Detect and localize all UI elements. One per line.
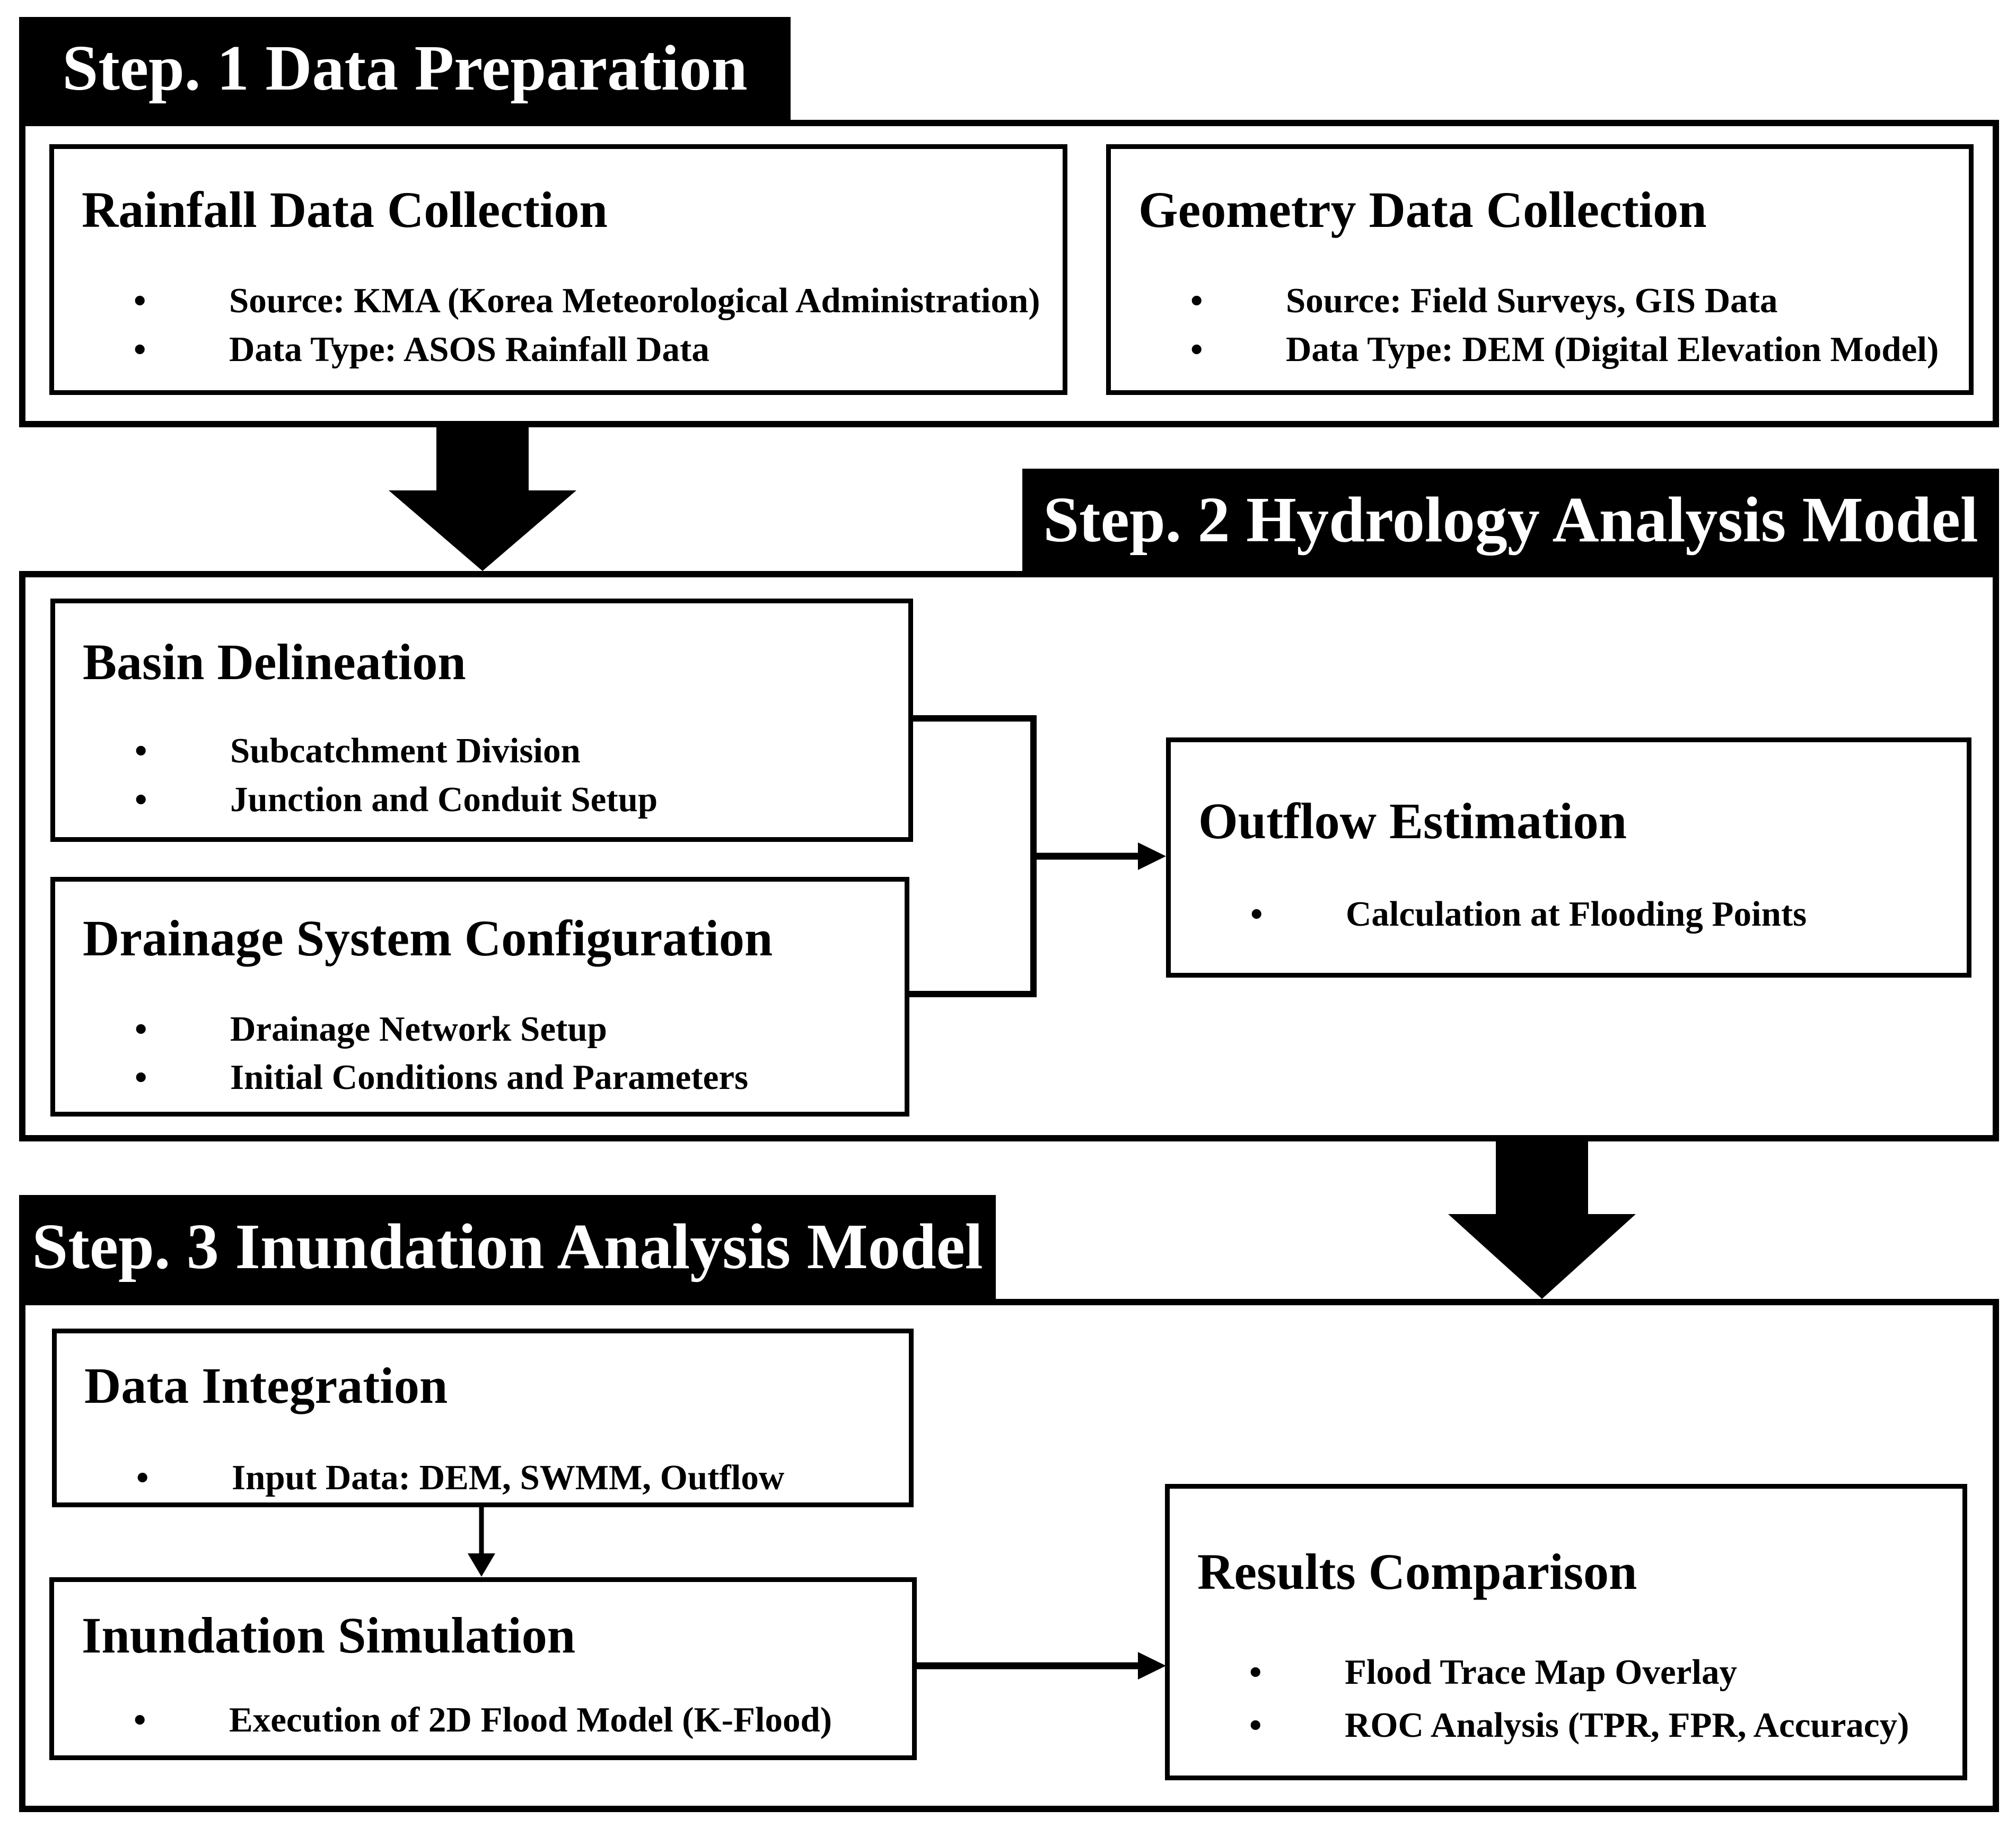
bullet-text: Source: Field Surveys, GIS Data bbox=[1286, 281, 1778, 320]
bullet-text: Drainage Network Setup bbox=[230, 1009, 607, 1049]
step1-header: Step. 1 Data Preparation bbox=[19, 17, 791, 120]
bullet-icon: • bbox=[134, 330, 146, 369]
bullet-text: ROC Analysis (TPR, FPR, Accuracy) bbox=[1345, 1706, 1909, 1745]
box-title: Data Integration bbox=[84, 1357, 448, 1414]
step2-to-step3-arrow-icon bbox=[1448, 1141, 1636, 1299]
bullet-text: Execution of 2D Flood Model (K-Flood) bbox=[229, 1700, 832, 1739]
bullet-item: • Subcatchment Division bbox=[135, 731, 581, 771]
bullet-item: • Junction and Conduit Setup bbox=[135, 780, 658, 820]
bullet-item: • Data Type: ASOS Rainfall Data bbox=[134, 330, 709, 370]
bullet-text: Flood Trace Map Overlay bbox=[1345, 1653, 1737, 1692]
bullet-icon: • bbox=[135, 1009, 147, 1049]
rainfall-data-collection-box: Rainfall Data Collection • Source: KMA (… bbox=[49, 144, 1067, 395]
basin-delineation-box: Basin Delineation • Subcatchment Divisio… bbox=[50, 599, 913, 842]
step1-to-step2-arrow-icon bbox=[389, 427, 576, 571]
bullet-item: • Calculation at Flooding Points bbox=[1250, 894, 1807, 934]
bullet-text: Subcatchment Division bbox=[230, 731, 581, 770]
step2-header: Step. 2 Hydrology Analysis Model bbox=[1022, 469, 1999, 571]
bullet-text: Source: KMA (Korea Meteorological Admini… bbox=[229, 281, 1040, 320]
step3-header: Step. 3 Inundation Analysis Model bbox=[19, 1195, 996, 1299]
box-title: Geometry Data Collection bbox=[1138, 181, 1707, 238]
box-title: Rainfall Data Collection bbox=[82, 181, 608, 238]
geometry-data-collection-box: Geometry Data Collection • Source: Field… bbox=[1106, 144, 1974, 395]
bullet-item: • Source: KMA (Korea Meteorological Admi… bbox=[134, 281, 1040, 321]
drainage-system-configuration-box: Drainage System Configuration • Drainage… bbox=[50, 877, 909, 1117]
bullet-icon: • bbox=[135, 731, 147, 770]
bullet-text: Input Data: DEM, SWMM, Outflow bbox=[232, 1458, 785, 1497]
bullet-item: • ROC Analysis (TPR, FPR, Accuracy) bbox=[1249, 1706, 1909, 1745]
bullet-icon: • bbox=[1250, 894, 1263, 934]
box-title: Results Comparison bbox=[1197, 1543, 1637, 1600]
bullet-item: • Input Data: DEM, SWMM, Outflow bbox=[136, 1458, 784, 1498]
bullet-icon: • bbox=[134, 281, 146, 320]
bullet-item: • Flood Trace Map Overlay bbox=[1249, 1653, 1737, 1692]
bullet-item: • Drainage Network Setup bbox=[135, 1009, 607, 1049]
bullet-text: Calculation at Flooding Points bbox=[1346, 894, 1807, 934]
bullet-text: Data Type: ASOS Rainfall Data bbox=[229, 330, 709, 369]
outflow-estimation-box: Outflow Estimation • Calculation at Floo… bbox=[1166, 737, 1971, 978]
bullet-icon: • bbox=[136, 1458, 149, 1497]
bullet-item: • Data Type: DEM (Digital Elevation Mode… bbox=[1190, 330, 1939, 370]
box-title: Drainage System Configuration bbox=[83, 910, 773, 966]
box-title: Basin Delineation bbox=[83, 634, 466, 690]
results-comparison-box: Results Comparison • Flood Trace Map Ove… bbox=[1165, 1484, 1967, 1780]
bullet-icon: • bbox=[134, 1700, 146, 1739]
bullet-item: • Source: Field Surveys, GIS Data bbox=[1190, 281, 1778, 321]
bullet-icon: • bbox=[135, 1058, 147, 1097]
bullet-icon: • bbox=[1190, 281, 1203, 320]
data-integration-box: Data Integration • Input Data: DEM, SWMM… bbox=[52, 1329, 914, 1507]
bullet-item: • Initial Conditions and Parameters bbox=[135, 1058, 748, 1097]
bullet-icon: • bbox=[1249, 1706, 1262, 1745]
box-title: Outflow Estimation bbox=[1198, 793, 1627, 849]
inundation-simulation-box: Inundation Simulation • Execution of 2D … bbox=[49, 1577, 917, 1760]
bullet-icon: • bbox=[1190, 330, 1203, 369]
bullet-text: Junction and Conduit Setup bbox=[230, 780, 658, 819]
box-title: Inundation Simulation bbox=[82, 1607, 576, 1664]
bullet-item: • Execution of 2D Flood Model (K-Flood) bbox=[134, 1700, 832, 1740]
bullet-icon: • bbox=[135, 780, 147, 819]
bullet-text: Data Type: DEM (Digital Elevation Model) bbox=[1286, 330, 1939, 369]
bullet-text: Initial Conditions and Parameters bbox=[230, 1058, 749, 1097]
bullet-icon: • bbox=[1249, 1653, 1262, 1692]
